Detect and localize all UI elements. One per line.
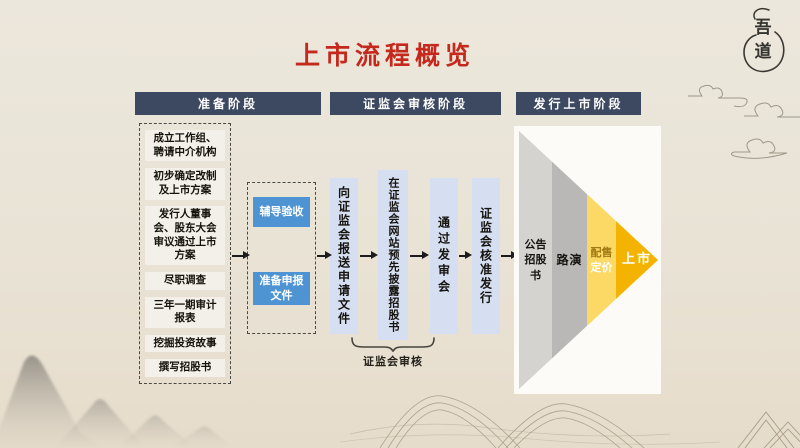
prep-step-investment-story: 挖掘投资故事 <box>145 334 225 353</box>
preparation-steps-box: 成立工作组、聘请中介机构 初步确定改制及上市方案 发行人董事会、股东大会审议通过… <box>139 123 231 384</box>
flow-arrow-icon <box>232 250 250 261</box>
flow-arrow-icon <box>459 250 472 261</box>
phase-header-preparation: 准备阶段 <box>135 92 321 115</box>
review-step-pass-committee: 通过发审会 <box>430 178 458 334</box>
placement-label-line2: 定价 <box>590 261 613 274</box>
placement-label-line1: 配售 <box>590 245 613 259</box>
flow-arrow-icon <box>317 250 332 261</box>
flow-arrow-icon <box>410 250 429 261</box>
flow-arrow-icon <box>360 250 378 261</box>
logo-gourd-outline-icon <box>743 7 785 73</box>
page-title: 上市流程概览 <box>294 41 475 70</box>
prep-step-due-diligence: 尽职调查 <box>145 271 225 290</box>
logo-char-top: 吾 <box>754 17 772 38</box>
phase-header-issue-listing: 发行上市阶段 <box>516 92 641 115</box>
prep-step-write-prospectus: 撰写招股书 <box>145 359 225 377</box>
review-step-csrc-approval: 证监会核准发行 <box>472 178 500 334</box>
guidance-steps-box: 辅导验收 准备申报文件 <box>247 182 316 334</box>
guidance-step-filing-docs: 准备申报文件 <box>253 272 310 305</box>
prep-step-audit-reports: 三年一期审计报表 <box>145 296 225 328</box>
review-step-submit-application: 向证监会报送申请文件 <box>330 178 358 334</box>
guidance-step-acceptance: 辅导验收 <box>253 197 310 227</box>
prep-step-working-group: 成立工作组、聘请中介机构 <box>145 130 225 162</box>
prep-step-restructure-plan: 初步确定改制及上市方案 <box>145 168 225 200</box>
logo-char-bottom: 道 <box>754 41 772 62</box>
phase-header-csrc-review: 证监会审核阶段 <box>330 92 501 115</box>
review-brace-icon <box>351 337 435 352</box>
listing-step-announce-prospectus: 公告招股书 <box>519 131 552 389</box>
review-brace-label: 证监会审核 <box>363 355 423 368</box>
prep-step-board-approval: 发行人董事会、股东大会审议通过上市方案 <box>145 206 225 265</box>
review-step-predisclose-prospectus: 在证监会网站预先披露招股书 <box>378 170 408 340</box>
brand-logo: 吾 道 <box>735 4 791 76</box>
flow-arrow-icon <box>501 250 518 261</box>
